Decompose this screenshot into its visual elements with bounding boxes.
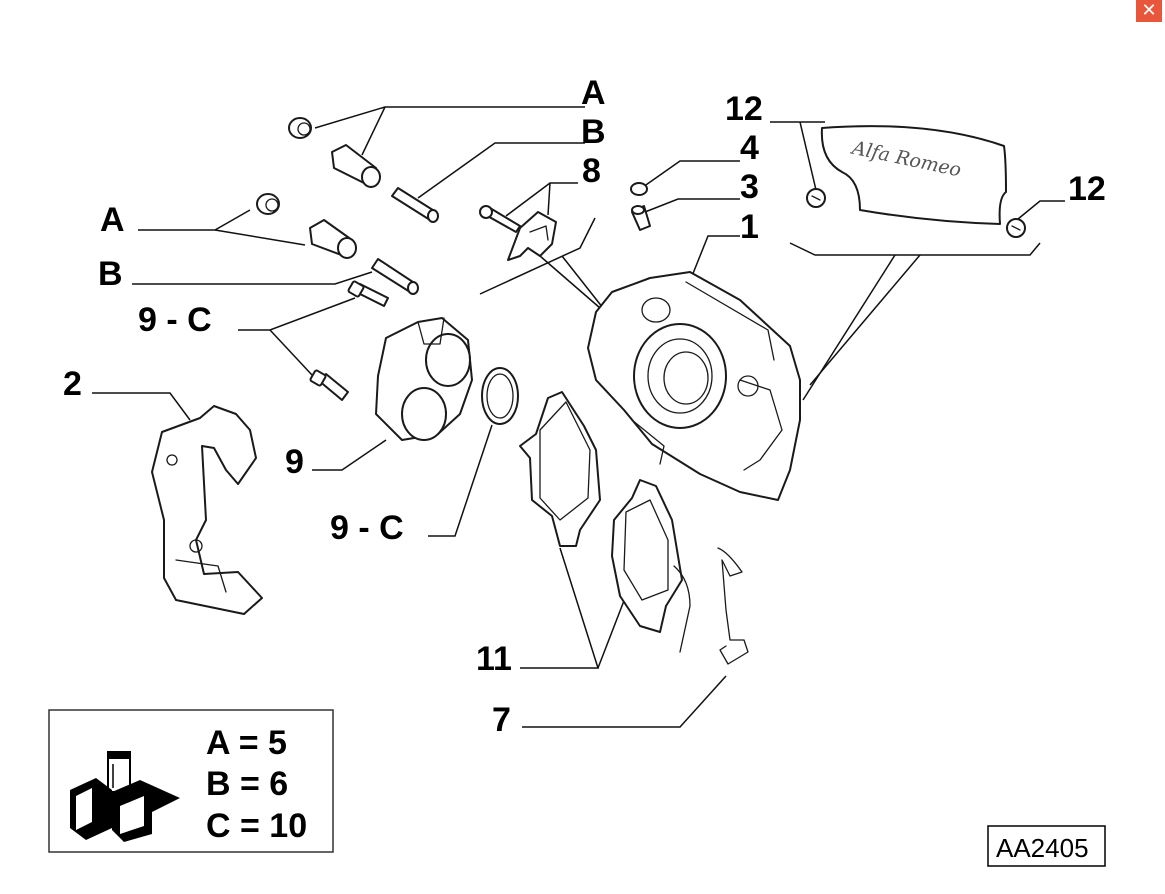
screw-9c-upper	[347, 280, 389, 307]
grease-tube-and-boxes-icon: FIAT FIAT	[70, 751, 180, 842]
callout-a-upper: A	[581, 74, 606, 112]
brake-pad-upper	[519, 391, 601, 547]
callout-a-lower: A	[100, 201, 125, 239]
sleeve-a-lower	[309, 219, 357, 259]
callout-12-right: 12	[1068, 170, 1106, 208]
piston-housing	[375, 317, 473, 441]
spring-clip	[717, 547, 749, 665]
legend-row-b: B = 6	[206, 765, 288, 803]
callout-8: 8	[582, 152, 601, 190]
caliper-bracket	[151, 405, 263, 615]
alfa-romeo-badge: Alfa Romeo	[820, 125, 1007, 225]
close-icon[interactable]: ✕	[1136, 0, 1162, 22]
leader-lines	[92, 106, 1065, 728]
callout-9: 9	[285, 443, 304, 481]
callout-b-lower: B	[98, 255, 123, 293]
guide-pin-b-lower	[371, 258, 419, 295]
callout-7: 7	[492, 701, 511, 739]
callout-9c-lower: 9 - C	[330, 509, 404, 547]
callout-9c-upper: 9 - C	[138, 301, 212, 339]
badge-screw-right	[1006, 218, 1026, 238]
clip-8	[507, 211, 557, 261]
legend-box: FIAT FIAT A = 5 B = 6 C = 10	[48, 709, 334, 853]
callout-1: 1	[740, 208, 759, 246]
callout-2: 2	[63, 365, 82, 403]
cap-4	[630, 182, 648, 196]
callout-3: 3	[740, 168, 759, 206]
callout-b-upper: B	[581, 113, 606, 151]
legend-box-label-right: FIAT	[123, 807, 135, 824]
legend-box-label-left: FIAT	[77, 795, 89, 812]
bolt-8	[479, 205, 521, 233]
legend-row-a: A = 5	[206, 724, 287, 762]
legend-row-c: C = 10	[206, 807, 307, 845]
callout-12-left: 12	[725, 90, 763, 128]
brake-pad-lower	[611, 479, 691, 653]
drawing-code-badge: AA2405	[987, 825, 1106, 867]
sleeve-a-upper	[331, 144, 381, 188]
screw-9c-lower	[309, 369, 349, 401]
badge-screw-left	[806, 188, 826, 208]
drawing-code: AA2405	[996, 833, 1089, 863]
callout-labels: A B 8 12 4 3 1 12 A B 9 - C 2 9 9 - C 11…	[63, 74, 1106, 739]
guide-pin-b-upper	[391, 187, 439, 223]
bleeder-3	[631, 205, 651, 231]
seal-ring	[481, 367, 519, 425]
callout-4: 4	[740, 129, 759, 167]
caliper-housing	[587, 271, 801, 501]
bushing-a-lower	[256, 193, 280, 215]
bushing-a-upper	[288, 117, 312, 139]
callout-11: 11	[476, 640, 512, 678]
